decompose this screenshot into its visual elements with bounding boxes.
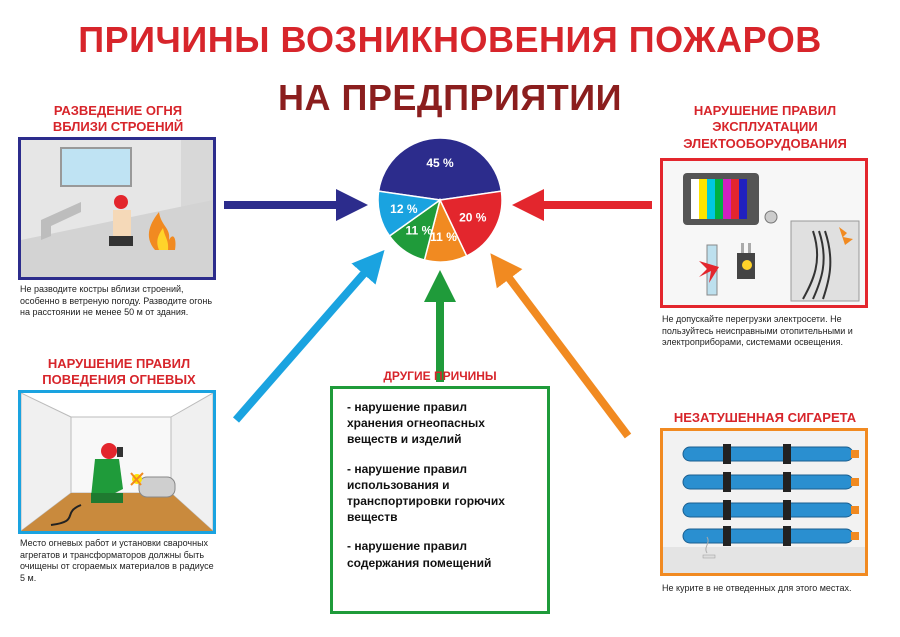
other-item-3-line1: - нарушение правил (347, 539, 468, 554)
other-item-1-line2: хранения огнеопасных (347, 416, 485, 431)
wall-outlet-icon (790, 220, 860, 302)
poster-title-line1: ПРИЧИНЫ ВОЗНИКНОВЕНИЯ ПОЖАРОВ (78, 19, 822, 60)
other-item-2-line4: веществ (347, 510, 398, 525)
cylinder-bracket-icon (783, 500, 791, 520)
fire-caption-line1: РАЗВЕДЕНИЕ ОГНЯ (53, 103, 183, 118)
gas-cylinder-icon (682, 502, 854, 518)
electric-caption-line3: ЭЛЕКТООБОРУДОВАНИЯ (683, 135, 847, 151)
pie-chart: 45 %20 %11 %11 %12 % (377, 137, 503, 263)
electric-note-line3: электроприборами, системами освещения. (662, 337, 843, 348)
cylinder-bracket-icon (723, 444, 731, 464)
other-reasons-box: - нарушение правил хранения огнеопасных … (330, 386, 550, 614)
other-item-2-line1: - нарушение правил (347, 461, 468, 476)
fire-note: Не разводите костры вблизи строений, осо… (20, 284, 230, 319)
welder-icon (91, 459, 123, 497)
cylinder-valve-icon (851, 478, 859, 486)
pie-slice-2 (438, 190, 503, 257)
fire-caption-line2: ВБЛИЗИ СТРОЕНИЙ (52, 119, 184, 135)
welder-helmet-icon (101, 443, 117, 459)
stairs-icon (41, 202, 81, 240)
cylinder-bracket-icon (783, 472, 791, 492)
fire-note-line3: на расстоянии не менее 50 м от здания. (20, 307, 189, 318)
cylinder-bracket-icon (783, 526, 791, 546)
fire-note-line1: Не разводите костры вблизи строений, (20, 284, 184, 294)
other-item-3-line2: содержания помещений (347, 555, 492, 570)
fire-note-line2: особенно в ветреную погоду. Разводите ог… (20, 295, 213, 306)
other-item-3: - нарушение правил содержания помещений (347, 538, 537, 570)
other-item-1-line3: веществ и изделий (347, 432, 462, 447)
floor-icon (21, 493, 213, 531)
cylinder-valve-icon (851, 506, 859, 514)
cylinder-valve-icon (851, 450, 859, 458)
cigarette-note: Не курите в не отведенных для этого мест… (662, 583, 852, 593)
welding-caption-line1: НАРУШЕНИЕ ПРАВИЛ (47, 356, 191, 371)
pie-slice-1 (377, 137, 503, 201)
gas-cylinder-icon (682, 528, 854, 544)
pie-label-5: 12 % (390, 202, 418, 216)
cylinder-bracket-icon (723, 526, 731, 546)
arrow-orange (490, 253, 632, 439)
other-item-2-line3: транспортировки горючих (347, 493, 505, 508)
welding-note-line4: 5 м. (20, 573, 37, 584)
welding-note-line2: агрегатов и трансформаторов должны быть (20, 549, 205, 560)
arrow-sky (232, 249, 385, 423)
other-item-2-line2: использования и (347, 477, 450, 492)
worker-head-icon (114, 195, 128, 209)
cigarette-illustration (660, 428, 868, 576)
smoke-icon (705, 536, 709, 554)
pie-label-3: 11 % (430, 230, 457, 244)
welding-note-line1: Место огневых работ и установки сварочны… (20, 538, 209, 548)
pie-label-4: 11 % (406, 224, 433, 238)
socket-icon (764, 210, 778, 224)
gas-cylinder-icon (682, 474, 854, 490)
pie-label-2: 20 % (459, 211, 487, 225)
welding-scene (21, 393, 213, 531)
cigarette-scene (663, 431, 865, 573)
pie-label-1: 45 % (426, 156, 454, 170)
cylinder-bracket-icon (783, 444, 791, 464)
other-item-1: - нарушение правил хранения огнеопасных … (347, 399, 537, 448)
cylinder-valve-icon (851, 532, 859, 540)
window-icon (60, 147, 132, 187)
poster-title-line2: НА ПРЕДПРИЯТИИ (278, 77, 622, 118)
cylinder-bracket-icon (723, 472, 731, 492)
electric-note-line1: Не допускайте перегрузки электросети. Не (662, 314, 842, 324)
pipe-icon (138, 476, 176, 498)
welding-note-line3: очищены от сгораемых материалов в радиус… (20, 561, 214, 572)
welding-note: Место огневых работ и установки сварочны… (20, 538, 230, 585)
gas-cylinder-icon (682, 446, 854, 462)
other-item-2: - нарушение правил использования и транс… (347, 461, 537, 526)
electric-illustration (660, 158, 868, 308)
fire-scene (21, 140, 213, 277)
cigarette-caption: НЕЗАТУШЕННАЯ СИГАРЕТА (673, 410, 857, 425)
other-item-1-line1: - нарушение правил (347, 400, 468, 414)
pie-slice-5 (377, 190, 442, 238)
electric-note-line2: пользуйтесь неисправными отопительными и (662, 325, 853, 336)
electric-caption-line1: НАРУШЕНИЕ ПРАВИЛ (693, 103, 837, 118)
electric-caption-line2: ЭКСПЛУАТАЦИИ (712, 119, 818, 135)
fire-caption: РАЗВЕДЕНИЕ ОГНЯ ВБЛИЗИ СТРОЕНИЙ (20, 103, 216, 136)
welding-illustration (18, 390, 216, 534)
fire-illustration (18, 137, 216, 280)
cigarette-icon (702, 554, 716, 559)
cylinder-bracket-icon (723, 500, 731, 520)
electric-note: Не допускайте перегрузки электросети. Не… (662, 314, 880, 349)
other-caption: ДРУГИЕ ПРИЧИНЫ (383, 369, 497, 383)
electric-scene (663, 161, 865, 305)
electric-caption: НАРУШЕНИЕ ПРАВИЛ ЭКСПЛУАТАЦИИ ЭЛЕКТООБОР… (662, 103, 868, 152)
